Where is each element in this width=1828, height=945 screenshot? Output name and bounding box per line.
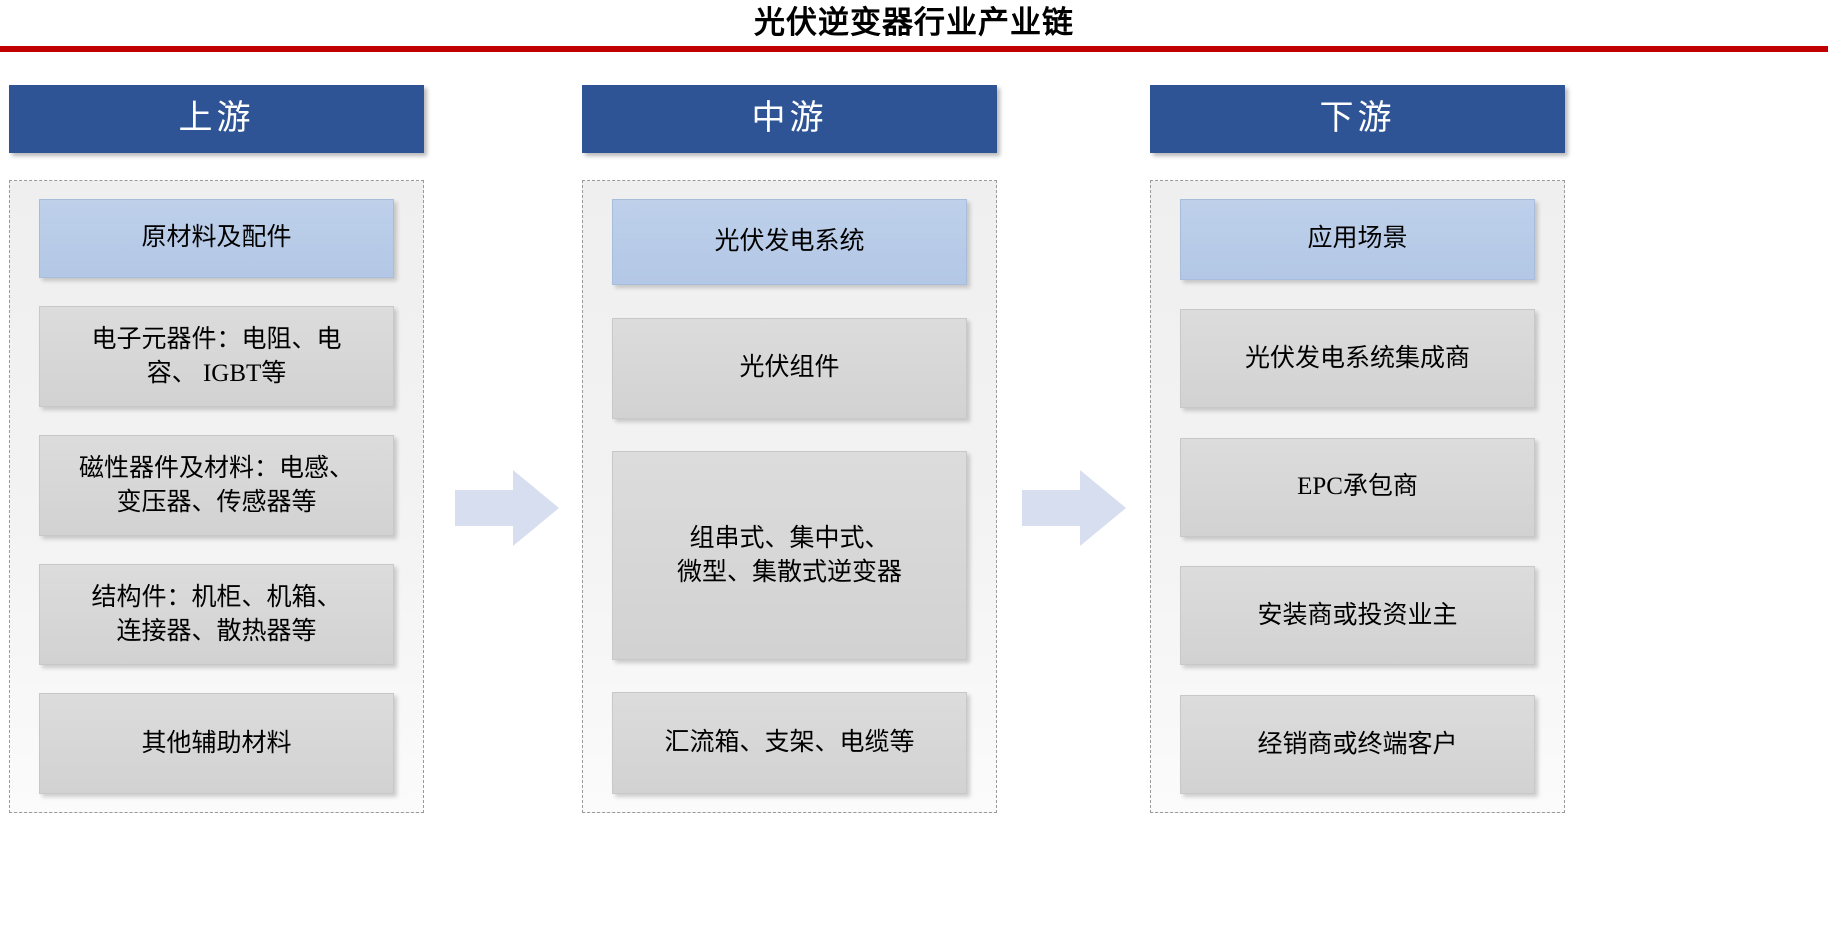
node-gap	[612, 285, 967, 317]
node-gap	[612, 419, 967, 451]
column-header-upstream: 上游	[9, 85, 424, 153]
node-gap	[39, 278, 394, 306]
node-gap	[1180, 665, 1535, 695]
node-upstream-1[interactable]: 电子元器件：电阻、电 容、 IGBT等	[39, 306, 394, 407]
node-upstream-2[interactable]: 磁性器件及材料：电感、 变压器、传感器等	[39, 435, 394, 536]
node-downstream-2[interactable]: EPC承包商	[1180, 437, 1535, 537]
node-midstream-1[interactable]: 光伏组件	[612, 317, 967, 420]
column-header-midstream: 中游	[582, 85, 997, 153]
node-midstream-3[interactable]: 汇流箱、支架、电缆等	[612, 692, 967, 795]
node-upstream-3[interactable]: 结构件：机柜、机箱、 连接器、散热器等	[39, 564, 394, 666]
node-gap	[39, 407, 394, 435]
node-gap	[1180, 408, 1535, 438]
title-area: 光伏逆变器行业产业链	[0, 0, 1828, 52]
node-midstream-0[interactable]: 光伏发电系统	[612, 199, 967, 286]
node-gap	[39, 536, 394, 564]
title-divider-rule	[0, 46, 1828, 52]
arrow-right-icon-upstream-to-midstream	[455, 470, 559, 546]
node-gap	[1180, 280, 1535, 310]
column-downstream: 下游 应用场景光伏发电系统集成商 EPC承包商安装商或投资业主经销商或终端客户	[1150, 85, 1565, 813]
arrow-right-icon-midstream-to-downstream	[1022, 470, 1126, 546]
page-title: 光伏逆变器行业产业链	[754, 5, 1074, 41]
node-downstream-3[interactable]: 安装商或投资业主	[1180, 566, 1535, 666]
node-downstream-1[interactable]: 光伏发电系统集成商	[1180, 309, 1535, 409]
column-body-upstream: 原材料及配件电子元器件：电阻、电 容、 IGBT等磁性器件及材料：电感、 变压器…	[9, 180, 424, 813]
column-body-midstream: 光伏发电系统光伏组件组串式、集中式、 微型、集散式逆变器汇流箱、支架、电缆等	[582, 180, 997, 813]
column-header-downstream: 下游	[1150, 85, 1565, 153]
node-upstream-0[interactable]: 原材料及配件	[39, 199, 394, 278]
node-downstream-4[interactable]: 经销商或终端客户	[1180, 695, 1535, 795]
node-downstream-0[interactable]: 应用场景	[1180, 199, 1535, 280]
node-gap	[39, 665, 394, 693]
node-midstream-2[interactable]: 组串式、集中式、 微型、集散式逆变器	[612, 451, 967, 661]
column-midstream: 中游 光伏发电系统光伏组件组串式、集中式、 微型、集散式逆变器汇流箱、支架、电缆…	[582, 85, 997, 813]
node-gap	[612, 660, 967, 692]
column-body-downstream: 应用场景光伏发电系统集成商 EPC承包商安装商或投资业主经销商或终端客户	[1150, 180, 1565, 813]
node-gap	[1180, 537, 1535, 567]
column-upstream: 上游 原材料及配件电子元器件：电阻、电 容、 IGBT等磁性器件及材料：电感、 …	[9, 85, 424, 813]
node-upstream-4[interactable]: 其他辅助材料	[39, 693, 394, 795]
